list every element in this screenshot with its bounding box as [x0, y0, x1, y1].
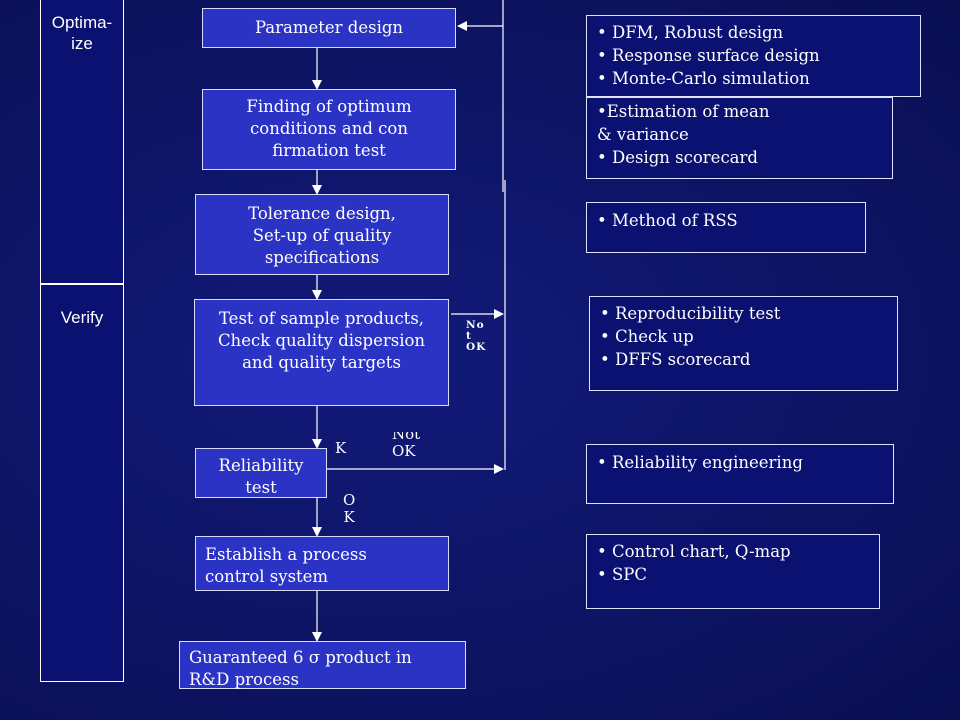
- note-control-system-list: • Control chart, Q-map • SPC: [597, 540, 871, 586]
- phase-optimize-label: Optima- ize: [51, 13, 113, 53]
- label-reliability-ok: O K: [343, 491, 356, 526]
- note-item: • SPC: [597, 565, 648, 584]
- note-tolerance-design-list: • Method of RSS: [597, 209, 857, 232]
- step-control-system: Establish a process control system: [195, 536, 449, 591]
- step-sample-test: Test of sample products, Check quality d…: [194, 299, 449, 406]
- note-parameter-design: • DFM, Robust design • Response surface …: [586, 15, 921, 97]
- note-optimum-conditions-text: •Estimation of mean & variance • Design …: [597, 102, 770, 167]
- label-reliability-not-ok: Not OK: [392, 432, 421, 460]
- note-item: • Reproducibility test: [600, 304, 781, 323]
- note-item: • Check up: [600, 327, 694, 346]
- note-control-system: • Control chart, Q-map • SPC: [586, 534, 880, 609]
- note-tolerance-design: • Method of RSS: [586, 202, 866, 253]
- note-parameter-design-list: • DFM, Robust design • Response surface …: [597, 21, 912, 90]
- label-reliability-not-ok-clip: Not OK: [392, 432, 432, 464]
- step-parameter-design: Parameter design: [202, 8, 456, 48]
- phase-verify: Verify: [40, 284, 124, 682]
- note-sample-test-list: • Reproducibility test • Check up • DFFS…: [600, 302, 889, 371]
- note-item: • Method of RSS: [597, 211, 738, 230]
- step-guaranteed-product: Guaranteed 6 σ product in R&D process: [179, 641, 466, 689]
- note-item: • DFFS scorecard: [600, 350, 751, 369]
- note-item: • DFM, Robust design: [597, 23, 784, 42]
- step-tolerance-design: Tolerance design, Set-up of quality spec…: [195, 194, 449, 275]
- note-item: • Response surface design: [597, 46, 820, 65]
- note-item: • Control chart, Q-map: [597, 542, 791, 561]
- step-reliability-test: Reliability test: [195, 448, 327, 498]
- note-sample-test: • Reproducibility test • Check up • DFFS…: [589, 296, 898, 391]
- note-reliability-test-list: • Reliability engineering: [597, 451, 885, 474]
- label-sample-not-ok: No t OK: [466, 319, 487, 353]
- phase-verify-label: Verify: [60, 308, 104, 327]
- note-optimum-conditions: •Estimation of mean & variance • Design …: [586, 97, 893, 179]
- label-sample-ok: K: [335, 439, 347, 457]
- note-item: • Reliability engineering: [597, 453, 803, 472]
- note-item: • Monte-Carlo simulation: [597, 69, 810, 88]
- phase-optimize: Optima- ize: [40, 0, 124, 284]
- note-reliability-test: • Reliability engineering: [586, 444, 894, 504]
- step-optimum-conditions: Finding of optimum conditions and con fi…: [202, 89, 456, 170]
